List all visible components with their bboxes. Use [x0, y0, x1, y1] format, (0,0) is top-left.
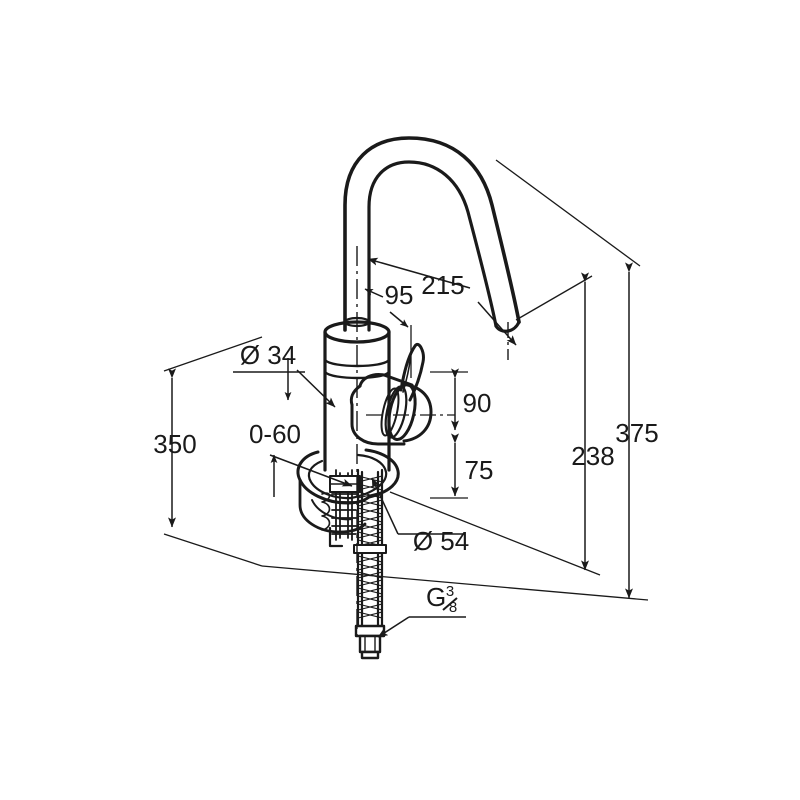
lever-handle: [399, 343, 425, 402]
dimension-labels: 215 95 Ø 34 0-60 350 90 75 Ø 54 238 375 …: [153, 270, 658, 616]
dimension-label-lever-clearance-90: 90: [463, 388, 492, 418]
thread-callout-g38: G 3 8: [426, 582, 458, 616]
dimension-label-spout-center-offset: 95: [385, 280, 414, 310]
spout-inner-profile: [367, 160, 498, 332]
thread-callout-fraction-slash: [442, 597, 458, 611]
spring-detail: [321, 492, 331, 531]
leader-95-left: [364, 288, 384, 298]
thread-callout-prefix: G: [426, 582, 446, 612]
leader-95-right: [389, 311, 409, 328]
extline-350-top: [163, 336, 263, 372]
dimension-label-lever-clearance-75: 75: [465, 455, 494, 485]
leader-0-60-to-base: [269, 454, 353, 487]
body-ring-2: [323, 370, 391, 380]
leader-dia34-to-body: [296, 369, 336, 408]
extline-deck-surface: [261, 565, 649, 601]
leader-215-right: [477, 301, 517, 346]
leader-g38: [377, 616, 410, 638]
extline-375-top: [495, 159, 641, 267]
dimension-label-body-diameter: Ø 34: [240, 340, 296, 370]
lever-hub-top: [358, 373, 414, 388]
extline-350-bottom: [163, 533, 263, 567]
lever-hub-bottom: [350, 403, 406, 446]
escutcheon-outer-right: [364, 448, 400, 499]
leader-215-left: [367, 257, 471, 289]
extline-base-oblique: [389, 491, 601, 576]
thread-callout-numerator: 3: [446, 583, 454, 600]
lever-cap-ring-2: [380, 387, 400, 437]
spout-outer-profile: [343, 136, 521, 332]
dimension-label-base-diameter: Ø 54: [413, 526, 469, 556]
hose-mid-collar: [353, 544, 387, 554]
dimension-label-total-height-350: 350: [153, 429, 196, 459]
extline-238-top: [515, 275, 593, 321]
dimension-label-overall-height-375: 375: [615, 418, 658, 448]
body-ring-1: [323, 358, 391, 368]
escutcheon-inner-right: [349, 453, 388, 500]
hose-end-fitting: [354, 624, 386, 660]
dimension-label-install-thickness: 0-60: [249, 419, 301, 449]
faucet-outline: [296, 136, 521, 660]
dimension-label-spout-height-238: 238: [571, 441, 614, 471]
thread-callout-denominator: 8: [449, 599, 457, 616]
lever-hub-left: [349, 384, 362, 407]
escutcheon-tab: [328, 526, 344, 548]
dimension-label-spout-reach: 215: [421, 270, 464, 300]
dimension-lines: [163, 159, 649, 638]
escutcheon-outer-left: [296, 450, 371, 505]
leader-dia54: [371, 477, 399, 535]
